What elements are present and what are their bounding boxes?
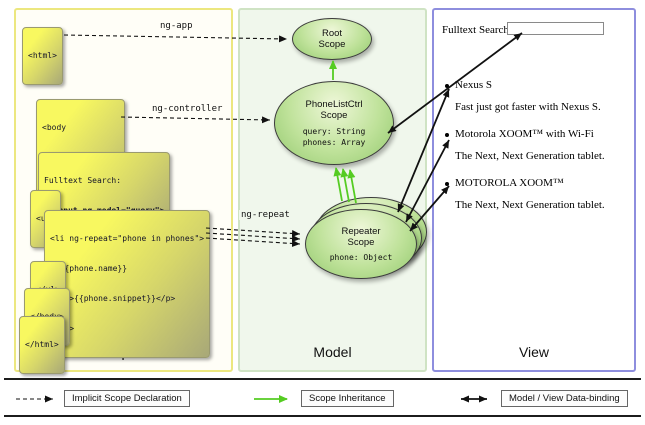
legend-separator-bottom — [4, 415, 641, 417]
green-arrow-icon — [254, 394, 288, 403]
code-html-open: <html> — [22, 27, 63, 85]
bullet-icon — [445, 132, 449, 137]
list-item: Motorola XOOM™ with Wi-Fi The Next, Next… — [445, 129, 627, 162]
view-search-label: Fulltext Search: — [442, 24, 512, 36]
repeater-scope-ellipse-front: Repeater Scope phone: Object — [305, 209, 417, 279]
scope-name: Scope — [318, 39, 346, 50]
scope-property-phones: phones: Array — [302, 137, 366, 147]
list-item: Nexus S Fast just got faster with Nexus … — [445, 80, 627, 113]
model-column: Model — [238, 8, 427, 372]
ng-app-label: ng-app — [158, 21, 195, 31]
legend-item-databinding: Model / View Data-binding — [452, 390, 628, 407]
view-column-label: View — [518, 344, 550, 360]
code-line: </li> — [50, 324, 204, 334]
legend-label: Scope Inheritance — [301, 390, 394, 407]
ng-repeat-label: ng-repeat — [239, 210, 292, 220]
phone-snippet: The Next, Next Generation tablet. — [455, 150, 605, 162]
dashed-arrow-icon — [16, 395, 53, 402]
legend-item-scope-inheritance: Scope Inheritance — [252, 390, 394, 407]
code-line: Fulltext Search: — [44, 176, 122, 185]
code-line: {{phone.name}} — [50, 264, 128, 273]
fulltext-search-input[interactable] — [507, 22, 604, 35]
model-column-label: Model — [313, 344, 352, 360]
scope-property-query: query: String — [302, 126, 366, 136]
code-line: <body — [42, 123, 67, 132]
scope-name: Repeater — [341, 225, 381, 237]
phone-name: MOTOROLA XOOM™ — [455, 177, 564, 189]
phone-snippet: Fast just got faster with Nexus S. — [455, 101, 601, 113]
legend-label: Implicit Scope Declaration — [64, 390, 190, 407]
phone-name: Motorola XOOM™ with Wi-Fi — [455, 128, 594, 140]
code-line: </html> — [25, 340, 59, 349]
root-scope-ellipse: Root Scope — [292, 18, 372, 60]
code-line: <html> — [28, 51, 57, 60]
scope-name: PhoneListCtrl — [305, 98, 363, 110]
bullet-icon — [445, 83, 449, 88]
phonelistctrl-scope-ellipse: PhoneListCtrl Scope query: String phones… — [274, 81, 394, 165]
scope-name: Scope — [320, 109, 348, 121]
code-li-repeat: <li ng-repeat="phone in phones"> {{phone… — [44, 210, 211, 358]
phone-snippet: The Next, Next Generation tablet. — [455, 199, 605, 211]
scope-property-phone: phone: Object — [329, 252, 393, 262]
ng-controller-label: ng-controller — [150, 104, 225, 114]
legend-item-implicit-scope: Implicit Scope Declaration — [15, 390, 190, 407]
code-line: <li ng-repeat="phone in phones"> — [50, 234, 205, 243]
list-item: MOTOROLA XOOM™ The Next, Next Generation… — [445, 178, 627, 211]
legend-separator-top — [4, 378, 641, 380]
code-html-close: </html> — [19, 316, 65, 374]
scope-name: Scope — [347, 236, 375, 248]
code-line: <p>{{phone.snippet}}</p> — [50, 294, 176, 303]
view-phone-list: Nexus S Fast just got faster with Nexus … — [445, 80, 627, 227]
scope-name: Root — [321, 28, 343, 39]
bullet-icon — [445, 181, 449, 186]
double-arrow-icon — [461, 395, 487, 402]
legend-label: Model / View Data-binding — [501, 390, 628, 407]
phone-name: Nexus S — [455, 79, 492, 91]
